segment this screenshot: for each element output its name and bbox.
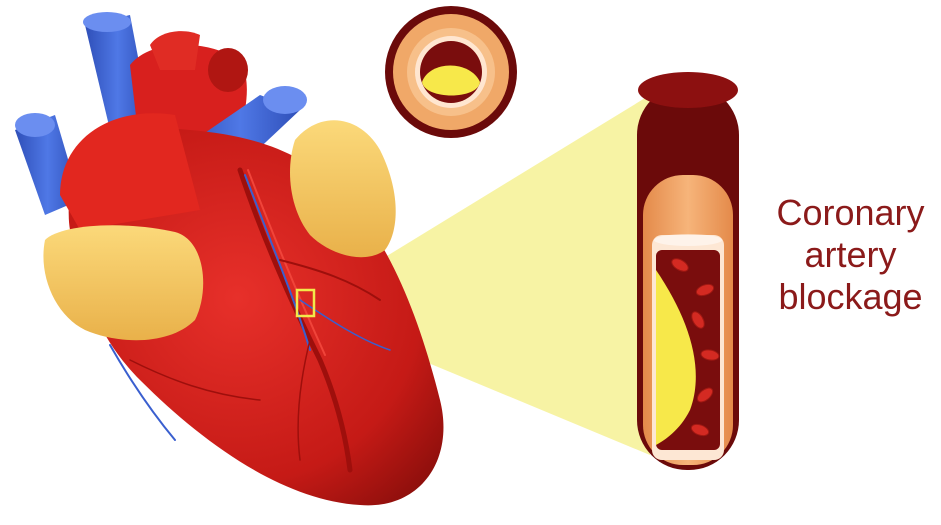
caption-line-3: blockage	[760, 276, 941, 318]
fat-left	[43, 225, 203, 340]
caption-line-1: Coronary	[760, 192, 941, 234]
artery-cross-section	[385, 6, 517, 138]
heart	[15, 12, 443, 505]
artery-longitudinal-section	[637, 72, 739, 470]
caption: Coronary artery blockage	[760, 192, 941, 318]
caption-line-2: artery	[760, 234, 941, 276]
